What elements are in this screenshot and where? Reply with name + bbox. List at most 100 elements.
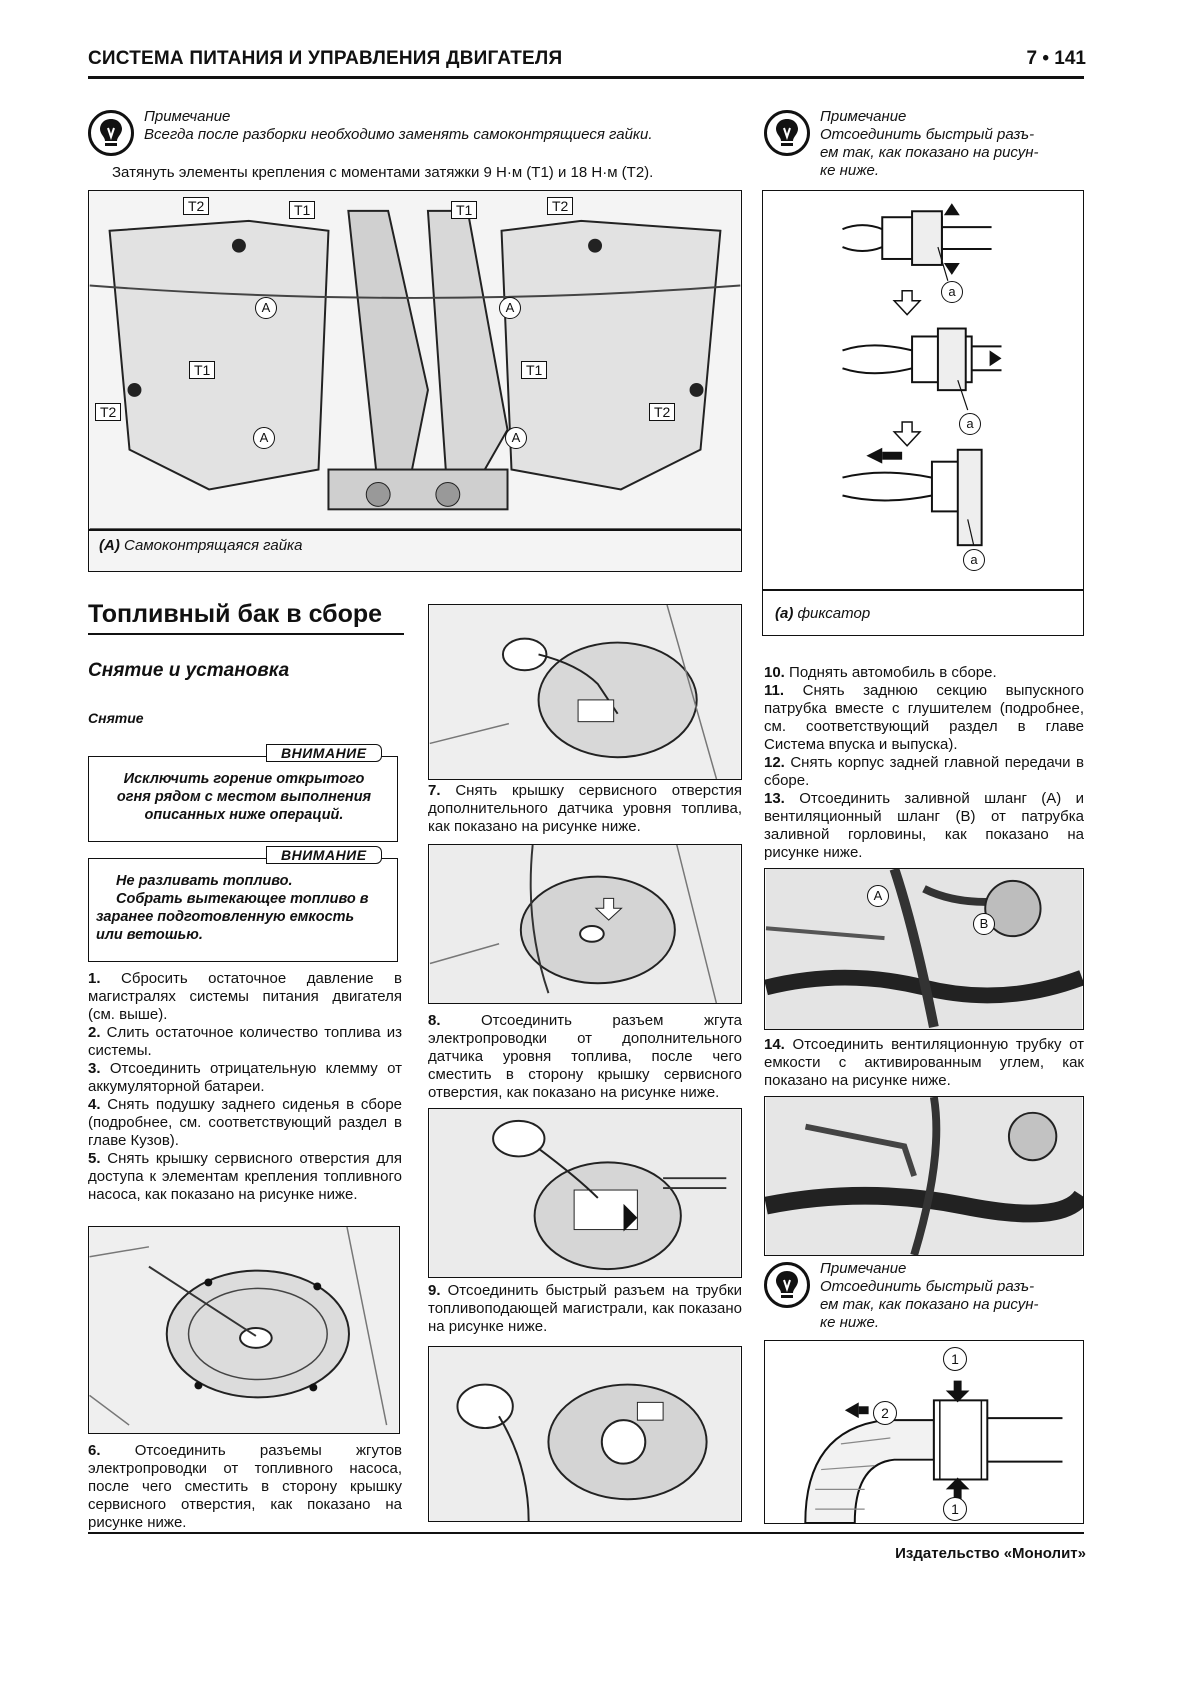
steps-1-5: 1. Сбросить остаточное давление в магист… <box>88 970 402 1204</box>
step-7: 7. Снять крышку сервисного отверстия доп… <box>428 782 742 835</box>
filler-hoses-drawing <box>765 869 1083 1029</box>
running-header-title: СИСТЕМА ПИТАНИЯ И УПРАВЛЕНИЯ ДВИГАТЕЛЯ <box>88 48 563 69</box>
note-body: Всегда после разборки необходимо заменят… <box>144 126 653 143</box>
step-13: 13. Отсоединить заливной шланг (A) и вен… <box>764 790 1085 861</box>
warning-tag-2: ВНИМАНИЕ <box>266 846 382 864</box>
label-t1-mid-right: T1 <box>521 361 548 379</box>
publisher-credit: Издательство «Монолит» <box>895 1545 1086 1562</box>
label-t1-mid-left: T1 <box>189 361 216 379</box>
warning-box-2 <box>88 858 398 962</box>
figure-step9 <box>428 1108 742 1278</box>
figure-filler-hoses: A B <box>764 868 1084 1030</box>
section-title: Топливный бак в сборе <box>88 600 383 628</box>
footer-rule <box>88 1532 1084 1534</box>
step-2: 2. Слить остаточное количество топлива и… <box>88 1024 402 1059</box>
torque-instruction: Затянуть элементы крепления с моментами … <box>112 164 654 181</box>
step-6: 6. Отсоединить разъемы жгутов электропро… <box>88 1442 403 1531</box>
note-bottom-right: Примечание Отсоединить быстрый разъ- ем … <box>820 1260 1084 1332</box>
figure-step10 <box>428 1346 742 1522</box>
note-label-bottom: Примечание <box>820 1260 907 1277</box>
label-a-latch-2: a <box>959 413 981 435</box>
figure-vent-connector: 1 1 2 <box>764 1340 1084 1524</box>
step-14: 14. Отсоединить вентиляционную трубку от… <box>764 1036 1084 1089</box>
caption-text: Самоконтрящаяся гайка <box>124 537 303 554</box>
label-pull-2: 2 <box>873 1401 897 1425</box>
label-t1-right: T1 <box>451 201 478 219</box>
warning-box-1 <box>88 756 398 842</box>
note-bottom-line-1: Отсоединить быстрый разъ- <box>820 1278 1035 1295</box>
warning-1-line-2: огня рядом с местом выполнения <box>116 789 372 805</box>
label-t2-low-left: T2 <box>95 403 122 421</box>
figure-service-hole-cover <box>88 1226 400 1434</box>
label-a-1: A <box>255 297 277 319</box>
note-label-right: Примечание <box>820 108 907 125</box>
warning-1-line-3: описанных ниже операций. <box>144 807 344 823</box>
label-hose-a: A <box>867 885 889 907</box>
note-bottom-line-2: ем так, как показано на рисун- <box>820 1296 1039 1313</box>
label-a-4: A <box>505 427 527 449</box>
section-title-rule <box>88 633 404 635</box>
caption-rule-right <box>763 589 1083 591</box>
figure-step7 <box>428 604 742 780</box>
warning-2-line-1: Не разливать топливо. <box>116 873 293 889</box>
step-11: 11. Снять заднюю секцию выпускного патру… <box>764 682 1084 753</box>
header-rule <box>88 76 1084 79</box>
warning-text-1: Исключить горение открытого огня рядом с… <box>96 770 392 824</box>
subsubsection-title: Снятие <box>88 710 144 726</box>
caption-letter: (A) <box>99 537 120 554</box>
label-hose-b: B <box>973 913 995 935</box>
caption-text-right: фиксатор <box>797 605 871 622</box>
figure-caption-latch: (a) фиксатор <box>775 605 870 622</box>
figure-subframe-torque: T2 T1 T1 T2 T1 T1 T2 T2 A A A A (A) Само… <box>88 190 742 572</box>
step-5: 5. Снять крышку сервисного отверстия для… <box>88 1150 402 1203</box>
step-3: 3. Отсоединить отрицательную клемму от а… <box>88 1060 402 1095</box>
note-bulb-icon-right <box>764 110 810 156</box>
note-line-1: Отсоединить быстрый разъ- <box>820 126 1035 143</box>
figure-vent-tube <box>764 1096 1084 1256</box>
note-bulb-icon-bottom <box>764 1262 810 1308</box>
label-t1-left: T1 <box>289 201 316 219</box>
warning-2-line-4: или ветошью. <box>96 927 203 943</box>
pump-lines-drawing <box>429 1347 741 1521</box>
warning-2-line-3: заранее подготовленную емкость <box>96 909 355 925</box>
steps-10-13: 10. Поднять автомобиль в сборе. 11. Снят… <box>764 664 1084 862</box>
step-9: 9. Отсоединить быстрый разъем на трубки … <box>428 1282 742 1335</box>
note-line-3: ке ниже. <box>820 162 880 179</box>
label-a-latch-1: a <box>941 281 963 303</box>
caption-rule <box>89 529 741 531</box>
warning-2-line-2: Собрать вытекающее топливо в <box>116 891 369 907</box>
figure-step8 <box>428 844 742 1004</box>
fuel-pump-drawing <box>429 1109 741 1277</box>
subsection-title: Снятие и установка <box>88 660 290 681</box>
label-t2-low-right: T2 <box>649 403 676 421</box>
step-12: 12. Снять корпус задней главной передачи… <box>764 754 1084 789</box>
warning-1-line-1: Исключить горение открытого <box>123 771 365 787</box>
label-t2-right: T2 <box>547 197 574 215</box>
vent-connector-drawing <box>804 1380 1063 1523</box>
service-hole-drawing <box>89 1227 399 1433</box>
quick-connector-drawing <box>842 203 1002 547</box>
note-label: Примечание <box>144 108 231 125</box>
label-push-1-top: 1 <box>943 1347 967 1371</box>
figure-quick-connector: a a a (a) фиксатор <box>762 190 1084 636</box>
vent-tube-drawing <box>765 1097 1083 1255</box>
note-line-2: ем так, как показано на рисун- <box>820 144 1039 161</box>
figure-caption-a: (A) Самоконтрящаяся гайка <box>99 537 302 554</box>
page-number: 7 • 141 <box>1026 48 1086 69</box>
label-a-3: A <box>253 427 275 449</box>
caption-letter-right: (a) <box>775 605 794 622</box>
sender-connector-drawing <box>429 845 741 1003</box>
note-top-right: Примечание Отсоединить быстрый разъ- ем … <box>820 108 1084 180</box>
sender-cover-drawing <box>429 605 741 779</box>
subframe-drawing <box>89 191 741 571</box>
note-top-left: Примечание Всегда после разборки необход… <box>144 108 734 144</box>
warning-tag-1: ВНИМАНИЕ <box>266 744 382 762</box>
note-bulb-icon <box>88 110 134 156</box>
step-1: 1. Сбросить остаточное давление в магист… <box>88 970 402 1023</box>
label-a-2: A <box>499 297 521 319</box>
label-push-1-bottom: 1 <box>943 1497 967 1521</box>
note-bottom-line-3: ке ниже. <box>820 1314 880 1331</box>
step-10: 10. Поднять автомобиль в сборе. <box>764 664 997 681</box>
step-8: 8. Отсоединить разъем жгута электропрово… <box>428 1012 743 1101</box>
label-a-latch-3: a <box>963 549 985 571</box>
